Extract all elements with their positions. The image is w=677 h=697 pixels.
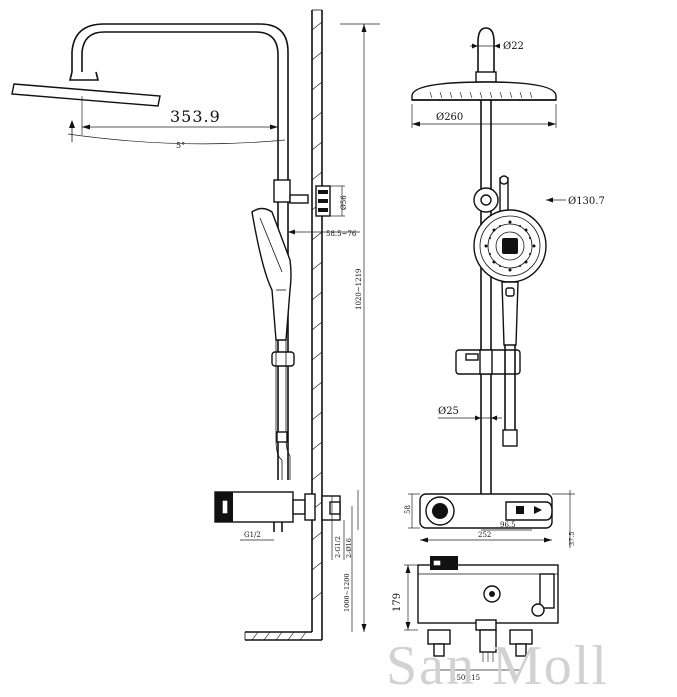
dim-height: 1020~1219 1000~1200: [340, 23, 380, 632]
mixer-valve-top: 58 96.5 252 37.5: [404, 490, 576, 548]
mixer-valve-front: 179 150±15: [392, 556, 559, 682]
dim-inlet-thread-label: G1/2: [244, 531, 261, 539]
dim-valve-small-label: 37.5: [568, 532, 576, 546]
dim-arm-length: 353.9 5°: [67, 96, 286, 150]
floor: [244, 631, 322, 641]
head-shower-side: [11, 83, 161, 107]
hand-shower-front: Ø130.7: [473, 196, 605, 346]
dim-inlet-label-b: 2-Ø16: [345, 538, 353, 558]
arm-tube-front: Ø22: [470, 27, 524, 83]
hose-side: [275, 340, 291, 480]
side-view: 353.9 5° Ø56 58.5~76: [11, 9, 380, 641]
dim-inlet-spacing-label: 150±15: [452, 674, 480, 682]
upper-holder-front: [473, 175, 509, 219]
dim-spacing-label: 96.5: [500, 521, 516, 529]
upper-holder-side: Ø56: [273, 179, 348, 217]
dim-wall-offset-label: 58.5~76: [326, 230, 357, 238]
mixer-valve-side: [214, 491, 341, 532]
hose-front: [502, 345, 518, 447]
hand-shower-side: [251, 207, 295, 367]
wall: [311, 9, 323, 640]
watermark: San Moll: [386, 635, 609, 697]
dim-valve-depth-label: 58: [404, 505, 412, 514]
dim-valve-side: G1/2 2-G1/2 2-Ø16: [240, 490, 359, 560]
dim-holder-label: Ø56: [340, 195, 348, 210]
front-view: Ø22 Ø260: [392, 27, 605, 682]
dim-head-shower-label: Ø260: [436, 112, 463, 123]
tilt-arrow: [69, 120, 75, 142]
dim-wall-offset: 58.5~76: [288, 229, 360, 238]
slider-holder-front: [455, 349, 521, 375]
dim-inlet-label-a: 2-G1/2: [334, 536, 342, 558]
dim-height-label: 1020~1219: [355, 269, 363, 311]
dim-valve-height-front-label: 179: [392, 593, 403, 612]
head-shower-front: Ø260: [411, 81, 557, 128]
dim-riser: Ø25: [438, 406, 502, 421]
dim-hand-shower-label: Ø130.7: [568, 196, 605, 207]
riser-front: [480, 100, 492, 500]
dim-arm-length-label: 353.9: [170, 107, 221, 126]
dim-angle-label: 5°: [176, 141, 185, 150]
dim-arm-tube-label: Ø22: [503, 41, 524, 52]
dim-riser-label: Ø25: [438, 406, 459, 417]
dim-valve-width-label: 252: [478, 531, 491, 539]
dim-valve-height-label: 1000~1200: [343, 573, 351, 612]
